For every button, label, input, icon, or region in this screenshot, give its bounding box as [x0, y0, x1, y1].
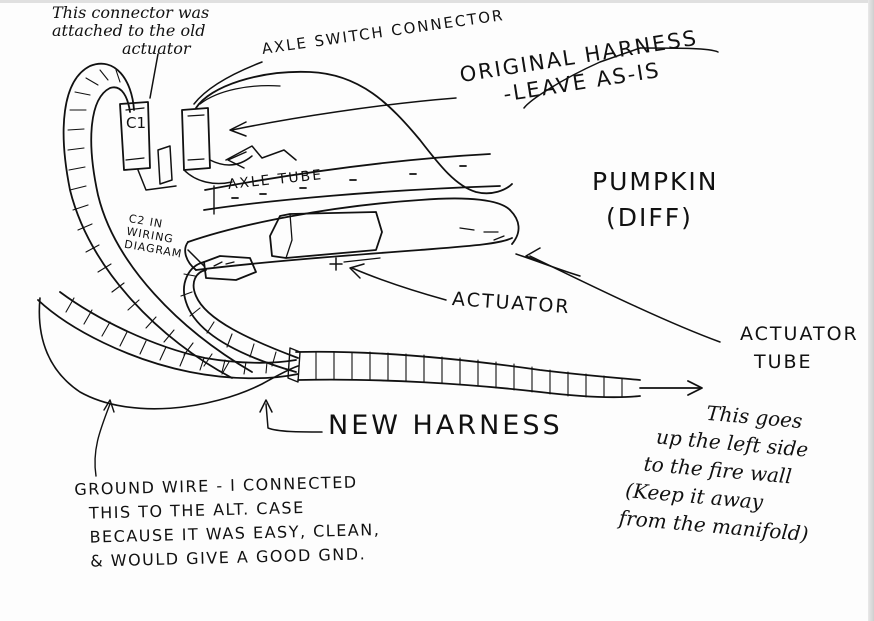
ground-wire	[38, 297, 299, 477]
connector-note-line-1: This connector was	[52, 3, 210, 22]
connector-c1	[119, 101, 177, 191]
ground-wire-note: GROUND WIRE - I CONNECTED THIS TO THE AL…	[74, 470, 381, 574]
c2-harness-branch	[180, 261, 299, 373]
pumpkin-line-1: PUMPKIN	[592, 167, 719, 196]
lower-harness-loop	[37, 291, 299, 380]
actuator-body	[203, 255, 381, 281]
axle-switch-connector	[181, 107, 253, 185]
paper-top-edge	[0, 0, 874, 3]
paper-right-edge	[868, 0, 874, 621]
leader-lines	[149, 47, 721, 433]
connector-note-line-3: actuator	[122, 39, 191, 58]
pumpkin-line-2: (DIFF)	[606, 203, 693, 232]
connector-note-line-2: attached to the old	[52, 21, 206, 40]
connector-note: This connector was attached to the old a…	[52, 4, 209, 58]
actuator-tube-line-1: ACTUATOR	[740, 323, 859, 345]
actuator-tube	[184, 197, 520, 271]
new-harness-label: NEW HARNESS	[328, 410, 563, 441]
new-harness-tube	[287, 347, 703, 399]
this-goes-note: This goes up the left side to the fire w…	[618, 392, 820, 548]
pumpkin-label: PUMPKIN (DIFF)	[592, 164, 719, 236]
actuator-tube-label: ACTUATOR TUBE	[740, 320, 859, 376]
actuator-tube-line-2: TUBE	[754, 351, 813, 373]
upper-harness-loop	[62, 62, 253, 379]
original-harness-wire	[195, 70, 513, 195]
axle-tube	[203, 153, 501, 215]
c1-label: C1	[126, 114, 147, 132]
